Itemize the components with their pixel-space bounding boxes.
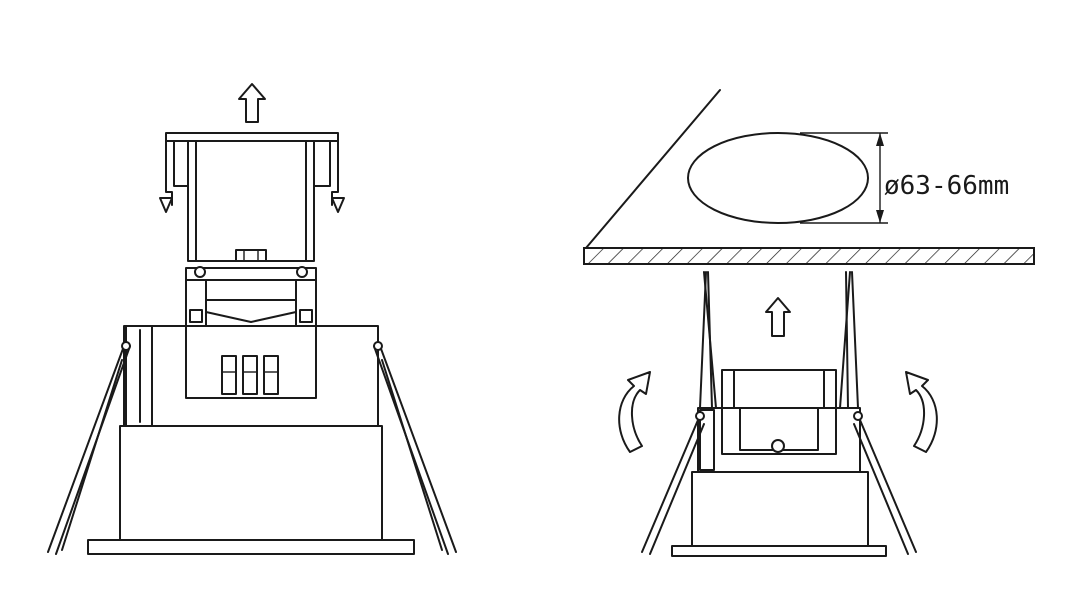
left-figure-driver-removal — [47, 83, 457, 555]
fixture-housing — [87, 325, 415, 555]
curved-arrow-right-icon — [905, 371, 938, 453]
terminal-screws — [221, 355, 279, 395]
cutout-hole — [687, 132, 869, 224]
up-arrow-icon — [238, 83, 266, 123]
left-spring-clip — [47, 341, 131, 555]
fixture-body-installed — [671, 369, 887, 557]
curved-arrow-left-icon — [618, 371, 651, 453]
right-spring-clip — [373, 341, 457, 555]
right-spring-clip — [839, 271, 917, 555]
driver-box — [159, 132, 345, 262]
terminal-connector — [185, 266, 317, 327]
up-arrow-icon — [765, 297, 791, 337]
right-figure-ceiling-install: ø63-66mm — [583, 89, 1035, 557]
left-spring-clip — [641, 271, 717, 555]
hole-diameter-label: ø63-66mm — [884, 171, 1009, 201]
ceiling-panel — [583, 89, 1035, 265]
hole-dimension: ø63-66mm — [800, 132, 1009, 224]
